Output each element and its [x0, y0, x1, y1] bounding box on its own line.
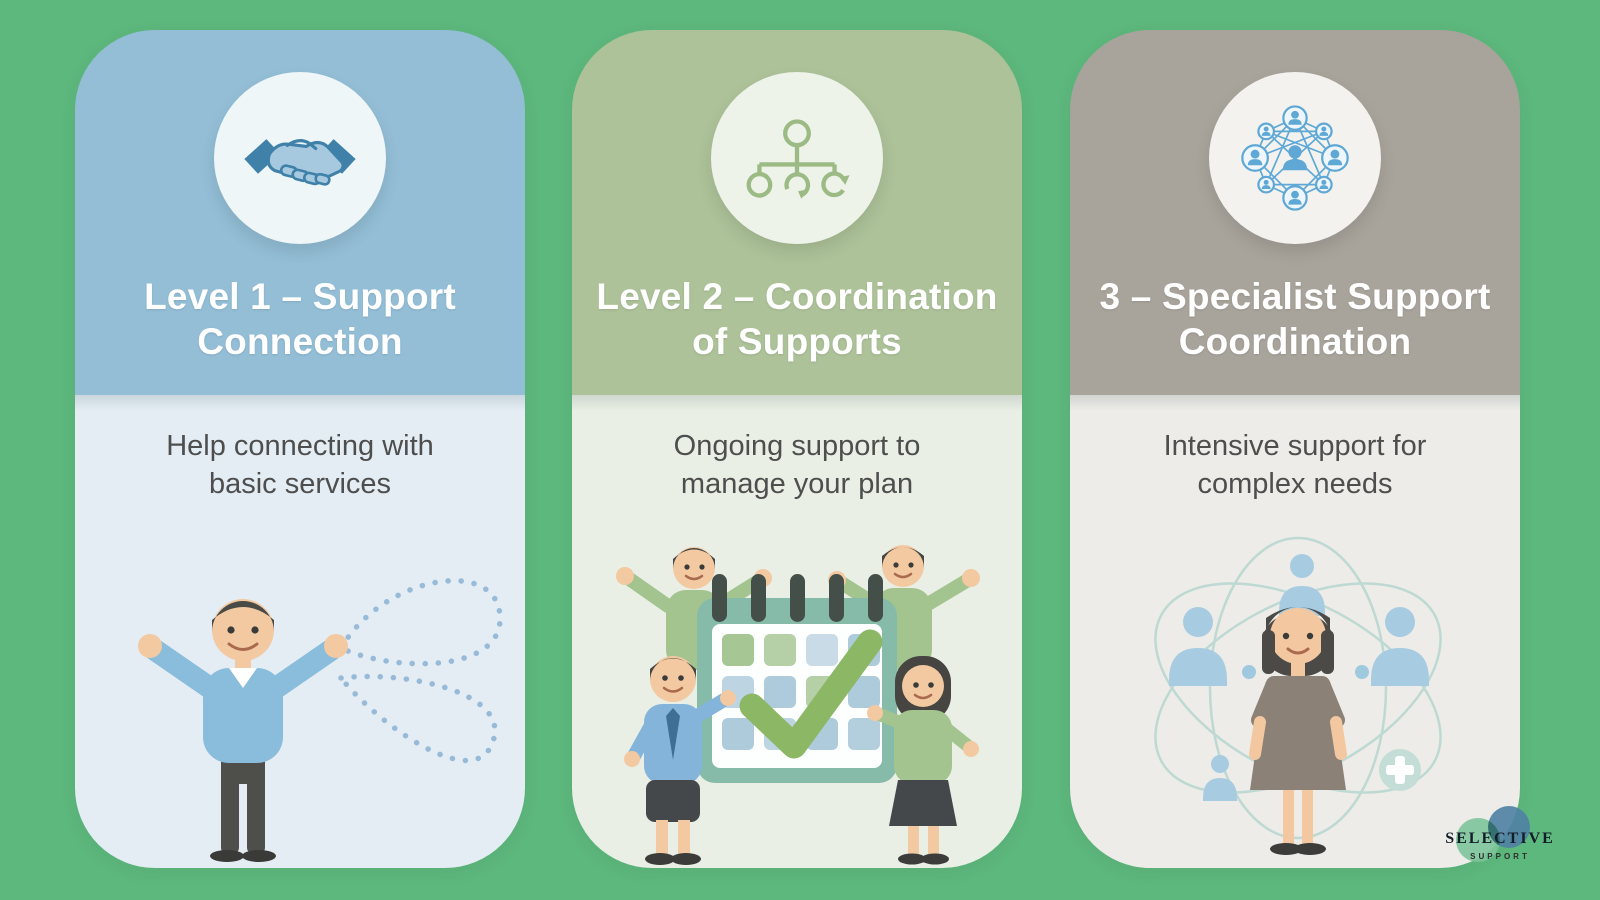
card-1-subtitle-line-2: basic services — [208, 468, 392, 501]
man-with-tie-figure — [624, 656, 736, 865]
card-1-subtitle: Help connecting with basic services — [75, 395, 525, 504]
logo-tagline-text: SUPPORT — [1470, 852, 1530, 861]
card-2-title: Level 2 – Coordination of Supports — [596, 274, 997, 364]
card-1-title-line-2: Connection — [197, 321, 403, 363]
card-3-title-line-2: Coordination — [1178, 321, 1412, 363]
selective-support-logo: SELECTIVE SUPPORT — [1432, 786, 1568, 878]
team-calendar-illustration — [616, 545, 980, 865]
card-3-body: Intensive support for complex needs — [1070, 395, 1520, 868]
org-chart-icon-graphic — [746, 119, 850, 199]
card-1-body: Help connecting with basic services — [75, 395, 525, 868]
medical-plus-icon — [1379, 749, 1421, 791]
handshake-icon-graphic — [244, 139, 356, 186]
man-open-arms-illustration — [138, 577, 503, 862]
card-level-2-coordination-of-supports: Level 2 – Coordination of Supports Ongoi… — [572, 30, 1022, 868]
card-2-subtitle-line-1: Ongoing support to — [673, 430, 921, 462]
woman-network-illustration — [1154, 536, 1442, 855]
checkmark — [739, 629, 883, 759]
dotted-loops — [338, 577, 503, 764]
card-1-subtitle-line-1: Help connecting with — [166, 430, 434, 462]
card-3-title-line-1: 3 – Specialist Support — [1099, 276, 1491, 317]
card-3-title: 3 – Specialist Support Coordination — [1100, 274, 1491, 364]
card-2-title-line-2: of Supports — [692, 321, 902, 363]
network-contacts — [1169, 554, 1429, 801]
card-1-header: Level 1 – Support Connection — [75, 30, 525, 395]
card-level-1-support-connection: Level 1 – Support Connection Help connec… — [75, 30, 525, 868]
card-1-title-line-1: Level 1 – Support — [144, 276, 456, 317]
logo-brand-text: SELECTIVE — [1445, 830, 1555, 847]
woman-figure — [1249, 607, 1347, 855]
card-1-title: Level 1 – Support Connection — [144, 274, 456, 364]
card-2-body: Ongoing support to manage your plan — [572, 395, 1022, 868]
card-3-specialist-support-coordination: 3 – Specialist Support Coordination Inte… — [1070, 30, 1520, 868]
handshake-icon — [214, 72, 386, 244]
card-3-subtitle: Intensive support for complex needs — [1070, 395, 1520, 504]
card-3-subtitle-line-2: complex needs — [1197, 468, 1393, 501]
man-figure — [138, 599, 348, 862]
network-people-icon — [1209, 72, 1381, 244]
card-2-header: Level 2 – Coordination of Supports — [572, 30, 1022, 395]
card-3-header: 3 – Specialist Support Coordination — [1070, 30, 1520, 395]
card-2-title-line-1: Level 2 – Coordination — [596, 276, 998, 317]
logo-blue-circle — [1488, 806, 1530, 848]
calendar-graphic — [697, 574, 897, 783]
woman-bob-figure — [867, 656, 979, 865]
card-2-subtitle: Ongoing support to manage your plan — [572, 395, 1022, 504]
network-people-icon-graphic — [1241, 105, 1349, 211]
card-2-subtitle-line-2: manage your plan — [680, 468, 914, 501]
org-chart-icon — [711, 72, 883, 244]
card-3-subtitle-line-1: Intensive support for — [1163, 430, 1427, 462]
